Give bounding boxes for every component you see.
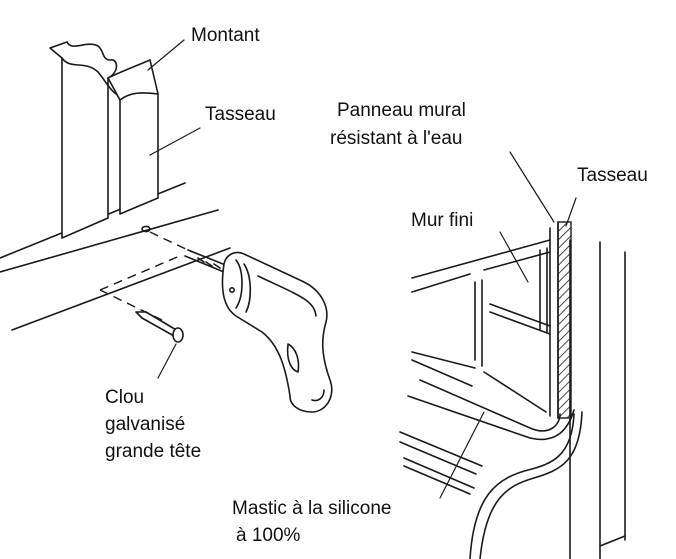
- label-tasseau-left: Tasseau: [205, 104, 276, 125]
- label-mastic-line2: à 100%: [236, 525, 301, 546]
- stud-montant: [49, 41, 118, 239]
- finished-wall-tiles: [411, 239, 551, 413]
- leader-clou: [157, 343, 177, 379]
- galvanized-nail-head: [172, 327, 184, 343]
- galvanized-nail-tip: [135, 311, 147, 319]
- leader-panneau: [509, 151, 555, 223]
- label-clou-line2: galvanisé: [105, 414, 185, 435]
- label-tasseau-right: Tasseau: [577, 165, 648, 186]
- stud-and-ledger-illustration: [0, 41, 333, 413]
- power-drill-icon: [221, 251, 333, 413]
- nail-guide-dashed: [99, 231, 193, 321]
- right-tasseau-hatch: [557, 221, 572, 419]
- tub-lines-lower: [399, 431, 483, 495]
- leader-tasseau-right: [565, 197, 577, 227]
- label-clou-line1: Clou: [105, 387, 144, 408]
- tub-wall-curve-inner: [469, 413, 575, 559]
- leader-mur-fini: [499, 231, 529, 283]
- galvanized-nail-shaft: [141, 311, 179, 337]
- leader-montant: [147, 39, 185, 71]
- water-resistant-panel: [549, 221, 559, 419]
- silicone-bead: [419, 379, 561, 432]
- leader-mastic: [439, 411, 485, 499]
- labels: Montant Tasseau Panneau mural résistant …: [105, 25, 648, 546]
- ledger-strip-edge: [119, 92, 159, 101]
- wall-section-illustration: [399, 221, 626, 559]
- leader-tasseau-left: [149, 127, 201, 156]
- tub-ledge-line-front: [11, 247, 231, 331]
- label-panneau-line1: Panneau mural: [337, 100, 466, 121]
- label-mur-fini: Mur fini: [411, 210, 473, 231]
- label-clou-line3: grande tête: [105, 441, 201, 462]
- label-mastic-line1: Mastic à la silicone: [232, 498, 391, 519]
- ledger-strip-tasseau: [107, 59, 159, 215]
- label-panneau-line2: résistant à l'eau: [330, 128, 462, 149]
- tub-edge-top: [407, 395, 575, 441]
- leader-lines: [147, 39, 577, 499]
- drill-bit: [184, 249, 229, 273]
- stud-profile: [61, 57, 121, 97]
- label-montant: Montant: [191, 25, 260, 46]
- nail-hole: [141, 225, 151, 233]
- right-stud-bottom: [599, 535, 626, 547]
- tub-wall-curve-outer: [479, 411, 583, 559]
- tub-ledge-line-mid: [0, 209, 219, 273]
